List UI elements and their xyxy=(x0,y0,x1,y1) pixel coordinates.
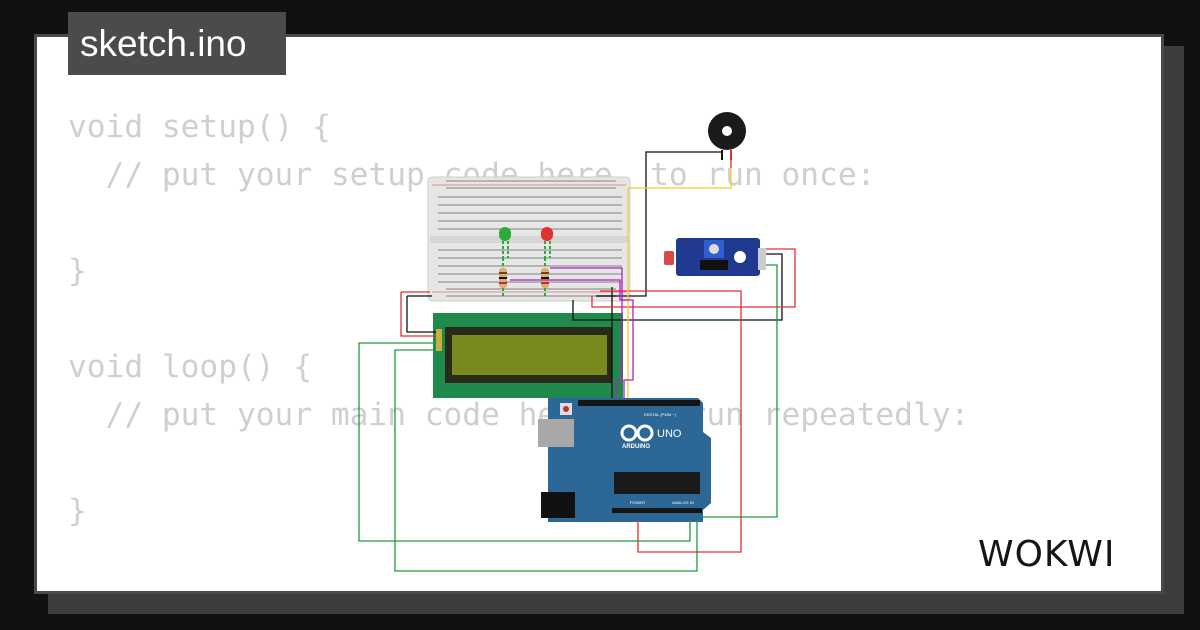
usb-port-icon xyxy=(538,419,574,447)
resistor-icon xyxy=(541,258,549,298)
arduino-uno-board: UNO ARDUINO DIGITAL (PWM ~) ANALOG IN PO… xyxy=(538,398,711,522)
board-name: UNO xyxy=(657,428,682,440)
analog-label: ANALOG IN xyxy=(672,500,694,505)
code-line: } xyxy=(68,253,87,289)
filename-tab[interactable]: sketch.ino xyxy=(68,12,286,75)
sensor-module xyxy=(664,238,766,276)
led-green-icon xyxy=(499,227,511,258)
digital-label: DIGITAL (PWM ~) xyxy=(644,412,677,417)
code-editor: void setup() { // put your setup code he… xyxy=(68,103,969,535)
power-label: POWER xyxy=(630,500,645,505)
breadboard xyxy=(427,176,631,302)
code-line: void setup() { xyxy=(68,109,331,145)
chip xyxy=(614,472,700,494)
infinity-logo-icon xyxy=(620,424,654,442)
resistor-icon xyxy=(499,258,507,298)
code-line: void loop() { xyxy=(68,349,313,385)
brand-name: WOKWI xyxy=(978,534,1115,574)
led-red-icon xyxy=(541,227,553,258)
code-line: } xyxy=(68,493,87,529)
board-subtitle: ARDUINO xyxy=(622,444,650,450)
wires xyxy=(358,151,796,572)
lcd-display xyxy=(433,313,623,398)
buzzer-icon xyxy=(708,112,746,160)
power-jack-icon xyxy=(541,492,575,518)
wokwi-logo: WOKWI xyxy=(978,534,1115,574)
